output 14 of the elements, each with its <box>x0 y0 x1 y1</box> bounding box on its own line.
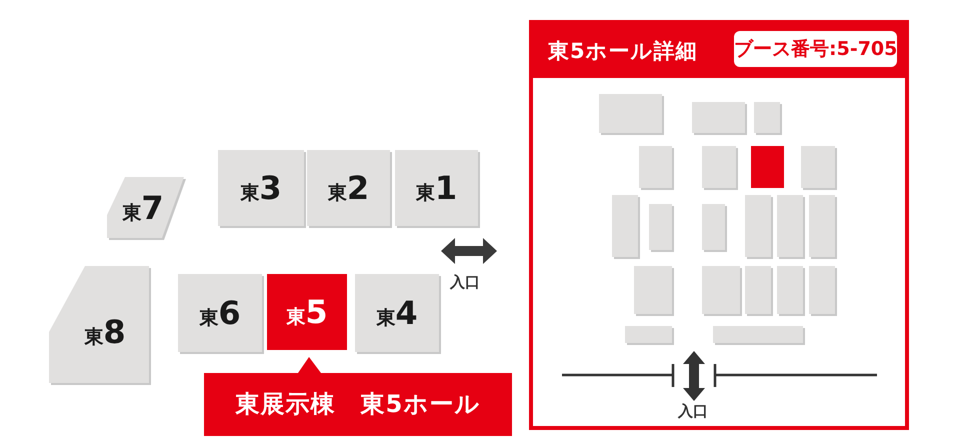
highlighted-hall-block: 東5 <box>267 274 349 352</box>
panel-title: 東5ホール詳細 <box>548 38 698 65</box>
hall-block: 東7 <box>107 177 187 241</box>
hall-block: 東2 <box>307 150 392 228</box>
entrance-label: 入口 <box>678 402 708 420</box>
booth-number-tag: ブース番号:5-705 <box>734 31 897 67</box>
hall-block: 東6 <box>178 274 264 354</box>
hall-block: 東1 <box>395 150 480 228</box>
entrance-label: 入口 <box>450 273 480 291</box>
hall-detail-panel <box>529 20 909 430</box>
hall-block: 東3 <box>218 150 306 228</box>
hall-block: 東8 <box>49 266 152 386</box>
hall-name-banner: 東展示棟 東5ホール <box>204 357 512 436</box>
hall-block: 東4 <box>355 274 441 354</box>
